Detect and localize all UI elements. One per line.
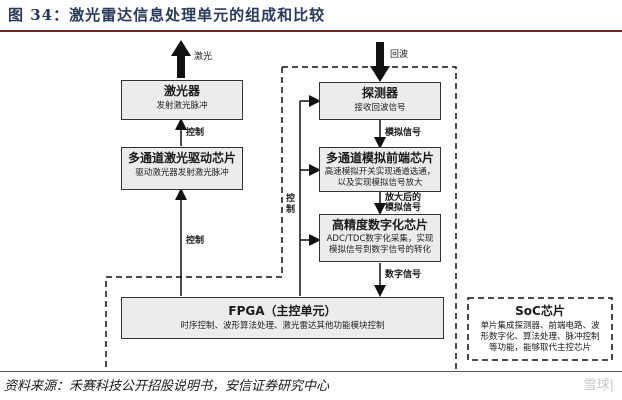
amplified-label-line-2: 模拟信号 <box>385 203 422 213</box>
control-label-mid: 控制 <box>186 236 205 246</box>
title-divider <box>0 30 622 32</box>
fpga-title: FPGA（主控单元） <box>228 304 337 318</box>
driver-box: 多通道激光驱动芯片 驱动激光器发射激光脉冲 <box>121 147 243 190</box>
laser-out-arrow-shaft <box>177 56 185 78</box>
echo-in-label: 回波 <box>390 50 409 60</box>
driver-desc: 驱动激光器发射激光脉冲 <box>135 168 229 178</box>
control-label-top: 控制 <box>186 128 205 138</box>
soc-box: SoC芯片 单片集成探测器、前端电路、波 形数字化、算法处理、脉冲控制 等功能，… <box>470 300 610 358</box>
fpga-region-left <box>105 67 283 371</box>
digital-signal-label: 数字信号 <box>385 270 422 280</box>
soc-desc-line-1: 单片集成探测器、前端电路、波 <box>480 321 600 331</box>
laser-box: 激光器 发射激光脉冲 <box>121 80 243 120</box>
laser-out-arrow-head <box>171 40 191 56</box>
watermark: 雪球| <box>583 378 614 393</box>
footer-divider <box>0 371 622 372</box>
echo-in-arrow-head <box>370 66 390 82</box>
detector-box: 探测器 接收回波信号 <box>319 82 441 120</box>
soc-region <box>467 297 613 361</box>
figure-title: 图 34：激光雷达信息处理单元的组成和比较 <box>8 6 326 24</box>
amplified-label-line-1: 放大后的 <box>385 193 422 203</box>
source-note: 资料来源：禾赛科技公开招股说明书，安信证券研究中心 <box>4 379 330 394</box>
laser-desc: 发射激光脉冲 <box>156 101 208 111</box>
laser-out-label: 激光 <box>194 52 213 62</box>
adc-desc-line-2: 模拟信号到数字信号的转化 <box>328 245 431 255</box>
fpga-box: FPGA（主控单元） 时序控制、波形算法处理、激光雷达其他功能模块控制 <box>121 297 444 339</box>
soc-title: SoC芯片 <box>515 304 565 318</box>
analog-signal-label: 模拟信号 <box>385 128 422 138</box>
afe-box: 多通道模拟前端芯片 高速模拟开关实现通道选通， 以及实现模拟信号放大 <box>319 147 441 192</box>
afe-desc-line-1: 高速模拟开关实现通道选通， <box>324 167 436 177</box>
soc-desc-line-3: 等功能，能够取代主控芯片 <box>488 343 591 353</box>
fpga-desc: 时序控制、波形算法处理、激光雷达其他功能模块控制 <box>180 321 385 331</box>
driver-title: 多通道激光驱动芯片 <box>127 151 236 165</box>
afe-desc-line-2: 以及实现模拟信号放大 <box>337 178 423 188</box>
echo-in-arrow-shaft <box>376 42 384 68</box>
laser-title: 激光器 <box>163 84 200 98</box>
adc-desc-line-1: ADC/TDC数字化采集，实现 <box>326 234 434 244</box>
control-label-right: 控制 <box>286 194 296 215</box>
detector-desc: 接收回波信号 <box>354 103 406 113</box>
afe-title: 多通道模拟前端芯片 <box>325 151 434 165</box>
detector-title: 探测器 <box>361 86 398 100</box>
signal-chain-region <box>282 66 457 371</box>
adc-title: 高精度数字化芯片 <box>331 218 428 232</box>
adc-box: 高精度数字化芯片 ADC/TDC数字化采集，实现 模拟信号到数字信号的转化 <box>319 214 441 262</box>
soc-desc-line-2: 形数字化、算法处理、脉冲控制 <box>480 332 600 342</box>
